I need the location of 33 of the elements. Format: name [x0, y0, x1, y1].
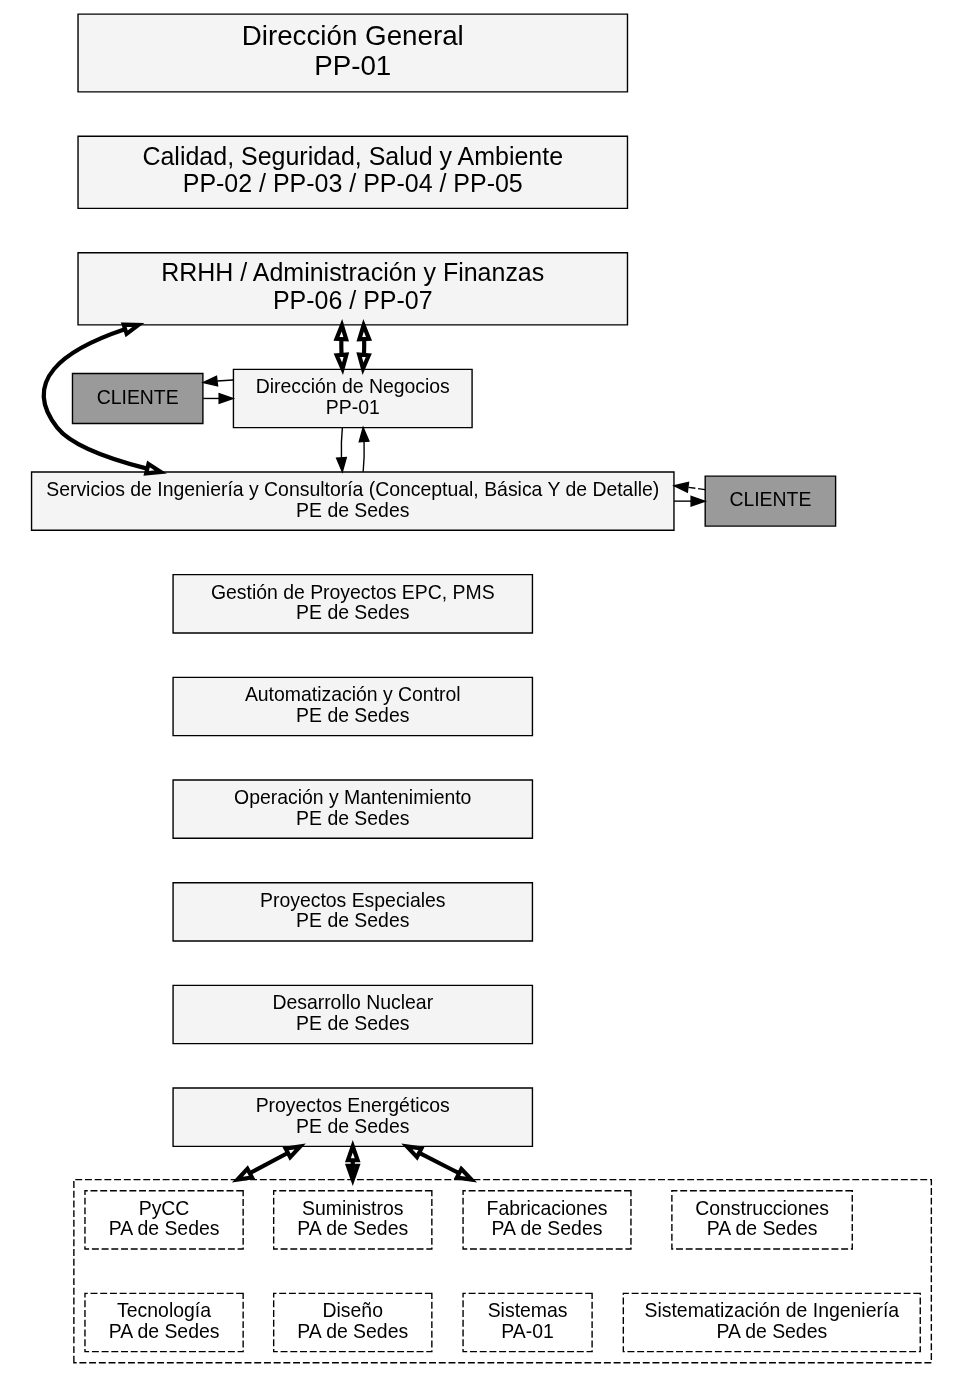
node-box: RRHH / Administración y Finanzas PP-06 / PP-07 [77, 252, 629, 326]
node-box: Operación y Mantenimiento PE de Sedes [172, 779, 534, 839]
node-box: Proyectos Energéticos PE de Sedes [172, 1087, 534, 1148]
arrow [335, 427, 348, 474]
arrow [356, 318, 373, 376]
arrow [41, 322, 167, 476]
node-box: Suministros PA de Sedes [272, 1190, 433, 1250]
node-box: PyCC PA de Sedes [84, 1190, 244, 1250]
arrow [231, 1143, 306, 1183]
arrow [201, 375, 234, 387]
node-box: Construcciones PA de Sedes [671, 1190, 853, 1250]
node-box: Tecnología PA de Sedes [84, 1292, 244, 1353]
node-box: Diseño PA de Sedes [272, 1292, 433, 1353]
node-box: Fabricaciones PA de Sedes [462, 1190, 632, 1250]
node-box: Sistemas PA-01 [462, 1292, 593, 1353]
arrow [673, 495, 708, 507]
arrow [401, 1143, 478, 1183]
node-box: Sistematización de Ingeniería PA de Sedes [622, 1292, 921, 1353]
cluster [73, 1178, 933, 1364]
arrow [333, 318, 350, 376]
node-box: Servicios de Ingeniería y Consultoría (Conceptual, Básica Y de Detalle) PE de Sedes [30, 471, 675, 531]
arrow [672, 481, 706, 494]
node-box: Desarrollo Nuclear PE de Sedes [172, 984, 534, 1045]
node-box: Dirección General PP-01 [77, 13, 629, 93]
node-box: Dirección de Negocios PP-01 [232, 368, 473, 429]
arrow [358, 425, 370, 473]
node-box: CLIENTE [71, 372, 204, 425]
node-box: Automatización y Control PE de Sedes [172, 676, 534, 737]
node-box: CLIENTE [704, 475, 837, 527]
node-box: Calidad, Seguridad, Salud y Ambiente PP-02 / PP-03 / PP-04 / PP-05 [77, 135, 629, 210]
arrow [344, 1140, 361, 1186]
node-box: Proyectos Especiales PE de Sedes [172, 882, 534, 942]
node-box: Gestión de Proyectos EPC, PMS PE de Sedes [172, 573, 534, 634]
